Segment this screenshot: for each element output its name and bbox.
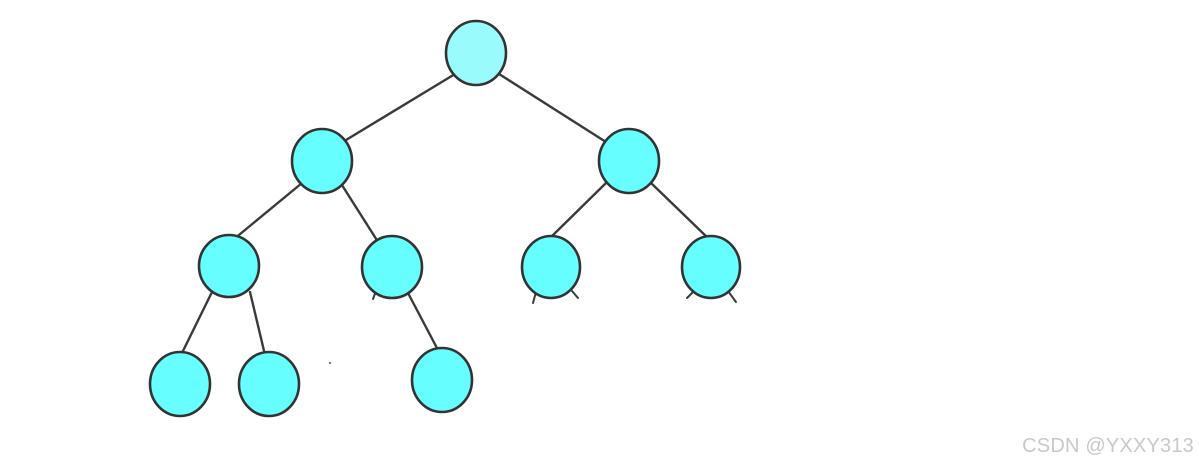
- node-root: [444, 19, 508, 87]
- stub-e-right: [571, 290, 579, 299]
- edge-b-to-f: [648, 180, 712, 242]
- node-level2-right: [597, 127, 661, 195]
- node-level4-1: [148, 350, 212, 418]
- edge-root-to-b: [497, 72, 608, 144]
- node-level3-4: [680, 234, 742, 300]
- tree-nodes: [148, 19, 742, 418]
- watermark-text: CSDN @YXXY313: [1022, 435, 1194, 457]
- edge-c-to-g: [179, 290, 214, 357]
- edge-a-to-c: [226, 181, 304, 246]
- edge-c-to-h: [248, 290, 267, 357]
- node-level3-2: [360, 234, 424, 300]
- stub-f-right: [727, 290, 737, 303]
- node-level2-left: [290, 127, 354, 195]
- node-level4-2: [237, 350, 301, 418]
- speck-mark: [329, 362, 331, 364]
- node-level3-3: [520, 234, 582, 300]
- edge-a-to-d: [338, 180, 382, 247]
- edge-stubs: [329, 290, 737, 364]
- node-level4-3: [410, 346, 474, 414]
- node-level3-1: [197, 233, 261, 299]
- edge-b-to-e: [546, 180, 609, 242]
- tree-edges: [179, 72, 712, 357]
- edge-d-to-i: [406, 291, 440, 352]
- edge-root-to-a: [344, 72, 457, 142]
